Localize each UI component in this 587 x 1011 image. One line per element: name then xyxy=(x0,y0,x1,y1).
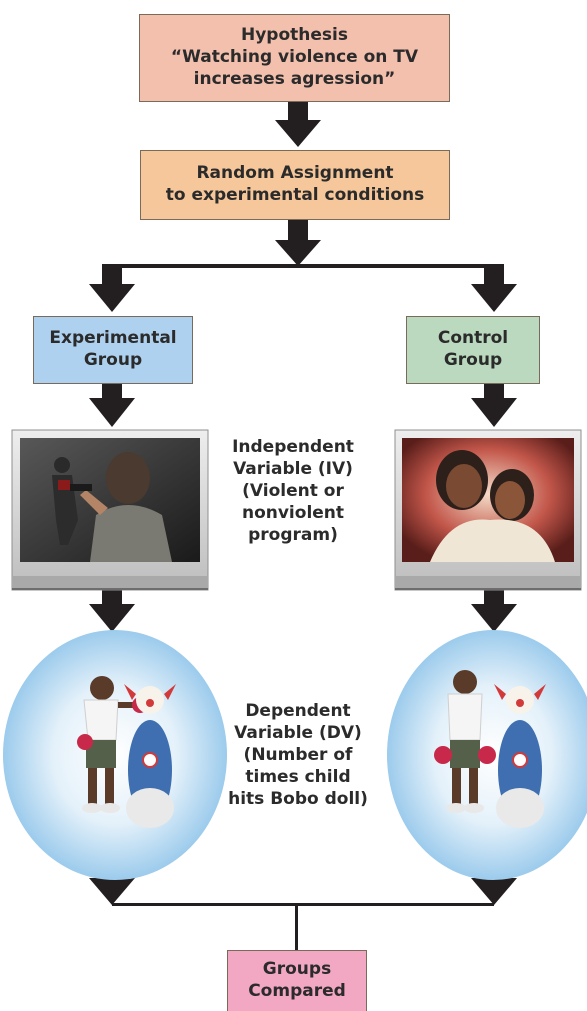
iv-line4: nonviolent xyxy=(241,503,345,524)
iv-line5: program) xyxy=(248,525,338,546)
dv-line2: Variable (DV) xyxy=(234,723,362,744)
groups-compared-line2: Compared xyxy=(248,981,346,1001)
dv-line3: (Number of xyxy=(243,745,353,766)
tv-violent-program xyxy=(11,429,209,591)
random-assignment-subtitle: to experimental conditions xyxy=(165,185,425,205)
dv-line1: Dependent xyxy=(245,701,351,721)
groups-compared-line1: Groups xyxy=(262,959,332,980)
experimental-group-box: Experimental Group xyxy=(33,316,193,384)
control-group-line1: Control xyxy=(437,328,509,349)
control-group-box: Control Group xyxy=(406,316,540,384)
random-assignment-title: Random Assignment xyxy=(196,163,394,184)
bobo-scene-control xyxy=(387,630,587,880)
iv-line1: Independent xyxy=(232,437,354,457)
dv-line4: times child xyxy=(245,767,351,788)
independent-variable-label: Independent Variable (IV) (Violent or no… xyxy=(200,436,386,546)
experimental-group-line2: Group xyxy=(83,350,143,370)
bobo-scene-experimental xyxy=(3,630,227,880)
hypothesis-box: Hypothesis “Watching violence on TV incr… xyxy=(139,14,450,102)
iv-line3: (Violent or xyxy=(242,481,344,502)
random-assignment-box: Random Assignment to experimental condit… xyxy=(140,150,450,220)
hypothesis-text: “Watching violence on TV increases agres… xyxy=(170,47,419,89)
tv-nonviolent-program xyxy=(394,429,582,591)
control-group-line2: Group xyxy=(443,350,503,370)
experimental-group-line1: Experimental xyxy=(49,328,177,349)
iv-line2: Variable (IV) xyxy=(233,459,353,480)
hypothesis-title: Hypothesis xyxy=(241,25,348,46)
dependent-variable-label: Dependent Variable (DV) (Number of times… xyxy=(205,700,391,810)
dv-line5: hits Bobo doll) xyxy=(228,789,368,810)
groups-compared-box: Groups Compared xyxy=(227,950,367,1011)
